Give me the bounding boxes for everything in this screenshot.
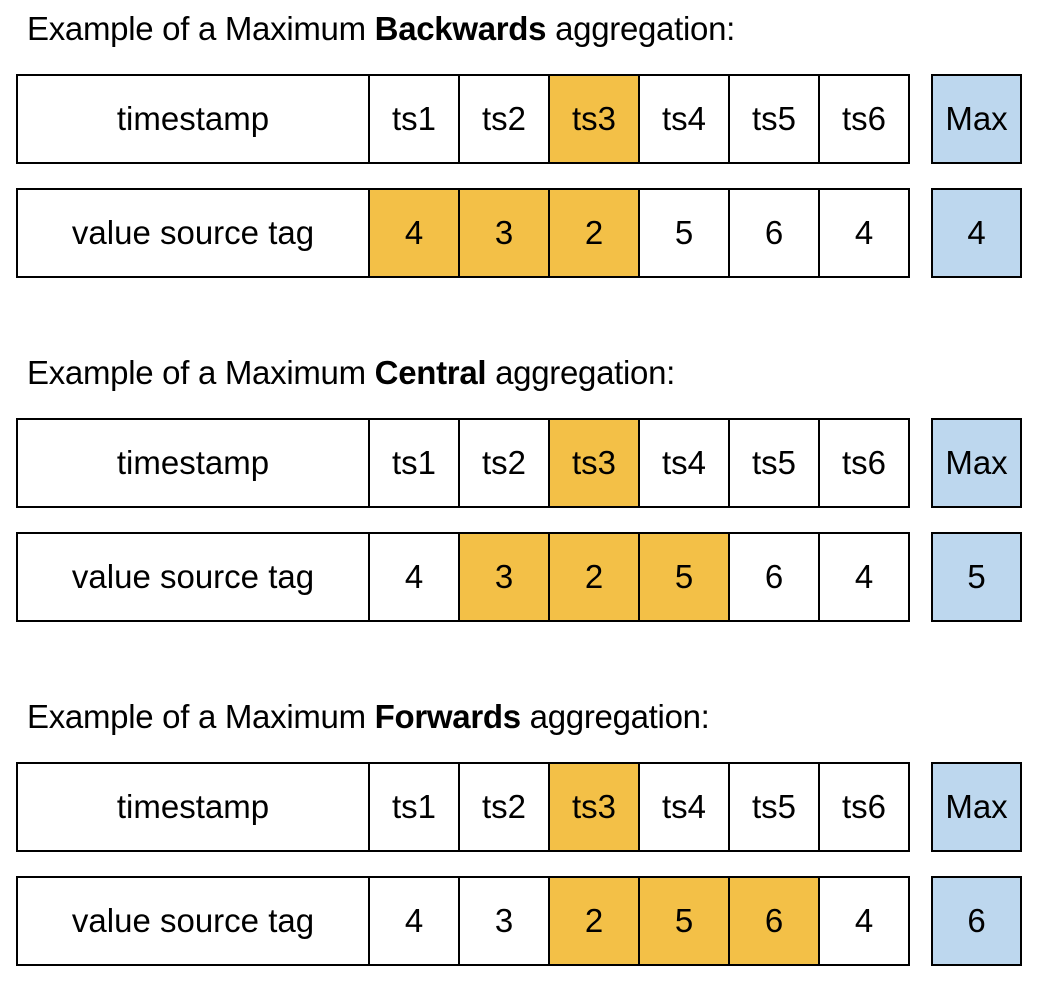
timestamp-cell: ts2 xyxy=(458,420,548,506)
value-cell: 4 xyxy=(818,878,908,964)
timestamp-table: timestamp ts1 ts2 ts3 ts4 ts5 ts6 xyxy=(16,418,910,508)
value-cell: 4 xyxy=(368,190,458,276)
value-cell: 2 xyxy=(548,190,638,276)
timestamp-cell: ts5 xyxy=(728,420,818,506)
timestamp-cell: ts2 xyxy=(458,764,548,850)
max-header-cell: Max xyxy=(931,74,1022,164)
section-title: Example of a Maximum Central aggregation… xyxy=(27,354,1030,392)
title-aggregation-direction: Backwards xyxy=(374,10,547,47)
timestamp-row-label: timestamp xyxy=(18,76,368,162)
value-cell: 4 xyxy=(818,190,908,276)
example-central-section: Example of a Maximum Central aggregation… xyxy=(16,354,1030,622)
value-row: value source tag 4 3 2 5 6 4 5 xyxy=(16,532,1030,622)
value-cell: 5 xyxy=(638,534,728,620)
timestamp-row: timestamp ts1 ts2 ts3 ts4 ts5 ts6 Max xyxy=(16,418,1030,508)
section-title: Example of a Maximum Forwards aggregatio… xyxy=(27,698,1030,736)
timestamp-cell: ts4 xyxy=(638,420,728,506)
timestamp-cell: ts4 xyxy=(638,764,728,850)
example-backwards-section: Example of a Maximum Backwards aggregati… xyxy=(16,10,1030,278)
timestamp-cell: ts5 xyxy=(728,76,818,162)
example-forwards-section: Example of a Maximum Forwards aggregatio… xyxy=(16,698,1030,966)
timestamp-row: timestamp ts1 ts2 ts3 ts4 ts5 ts6 Max xyxy=(16,74,1030,164)
title-suffix: aggregation: xyxy=(520,698,710,735)
value-table: value source tag 4 3 2 5 6 4 xyxy=(16,188,910,278)
value-cell: 2 xyxy=(548,534,638,620)
title-prefix: Example of a Maximum xyxy=(27,354,375,391)
max-header-cell: Max xyxy=(931,762,1022,852)
timestamp-cell: ts1 xyxy=(368,420,458,506)
value-cell: 2 xyxy=(548,878,638,964)
value-cell: 4 xyxy=(368,534,458,620)
title-prefix: Example of a Maximum xyxy=(27,698,375,735)
section-title: Example of a Maximum Backwards aggregati… xyxy=(27,10,1030,48)
timestamp-table: timestamp ts1 ts2 ts3 ts4 ts5 ts6 xyxy=(16,762,910,852)
timestamp-cell: ts6 xyxy=(818,76,908,162)
timestamp-cell: ts6 xyxy=(818,420,908,506)
value-row-label: value source tag xyxy=(18,534,368,620)
timestamp-cell: ts1 xyxy=(368,764,458,850)
value-cell: 6 xyxy=(728,878,818,964)
title-suffix: aggregation: xyxy=(486,354,676,391)
value-row: value source tag 4 3 2 5 6 4 6 xyxy=(16,876,1030,966)
value-cell: 6 xyxy=(728,534,818,620)
timestamp-cell: ts1 xyxy=(368,76,458,162)
timestamp-cell: ts6 xyxy=(818,764,908,850)
value-row-label: value source tag xyxy=(18,878,368,964)
max-result-cell: 4 xyxy=(931,188,1022,278)
timestamp-row-label: timestamp xyxy=(18,420,368,506)
max-result-cell: 6 xyxy=(931,876,1022,966)
max-result-cell: 5 xyxy=(931,532,1022,622)
value-row: value source tag 4 3 2 5 6 4 4 xyxy=(16,188,1030,278)
max-header-cell: Max xyxy=(931,418,1022,508)
value-cell: 5 xyxy=(638,190,728,276)
timestamp-cell: ts3 xyxy=(548,76,638,162)
timestamp-row: timestamp ts1 ts2 ts3 ts4 ts5 ts6 Max xyxy=(16,762,1030,852)
timestamp-cell: ts3 xyxy=(548,420,638,506)
timestamp-table: timestamp ts1 ts2 ts3 ts4 ts5 ts6 xyxy=(16,74,910,164)
timestamp-cell: ts2 xyxy=(458,76,548,162)
title-aggregation-direction: Central xyxy=(374,354,487,391)
value-cell: 3 xyxy=(458,190,548,276)
value-cell: 3 xyxy=(458,878,548,964)
title-suffix: aggregation: xyxy=(546,10,735,47)
timestamp-cell: ts4 xyxy=(638,76,728,162)
title-aggregation-direction: Forwards xyxy=(374,698,521,735)
timestamp-row-label: timestamp xyxy=(18,764,368,850)
value-cell: 4 xyxy=(368,878,458,964)
value-cell: 6 xyxy=(728,190,818,276)
value-cell: 3 xyxy=(458,534,548,620)
value-cell: 5 xyxy=(638,878,728,964)
timestamp-cell: ts3 xyxy=(548,764,638,850)
timestamp-cell: ts5 xyxy=(728,764,818,850)
value-cell: 4 xyxy=(818,534,908,620)
value-table: value source tag 4 3 2 5 6 4 xyxy=(16,532,910,622)
title-prefix: Example of a Maximum xyxy=(27,10,375,47)
value-row-label: value source tag xyxy=(18,190,368,276)
value-table: value source tag 4 3 2 5 6 4 xyxy=(16,876,910,966)
